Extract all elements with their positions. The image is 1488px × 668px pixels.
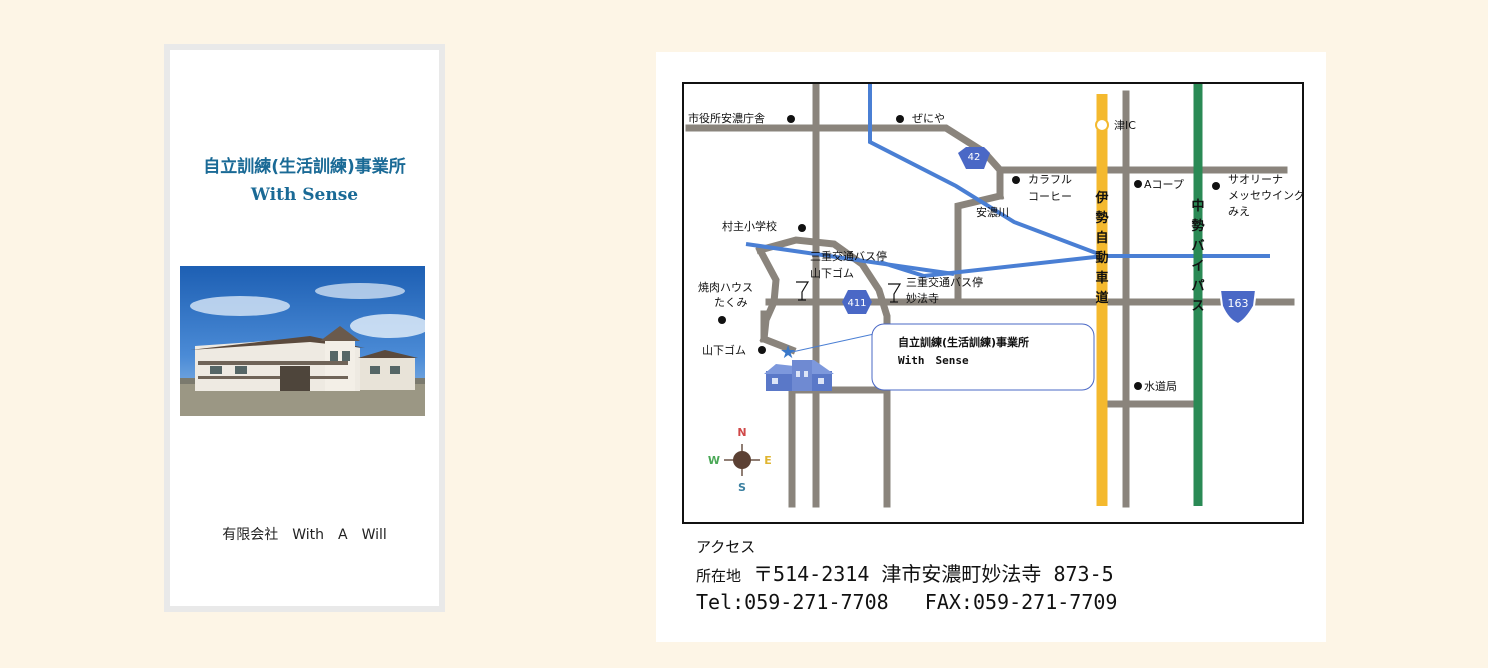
marker-colorful xyxy=(1012,176,1020,184)
svg-text:イ: イ xyxy=(1191,259,1204,274)
label-yakiniku-1: 焼肉ハウス xyxy=(698,281,753,294)
route-42-badge: 42 xyxy=(958,147,990,169)
svg-text:E: E xyxy=(764,454,772,467)
star-icon: ★ xyxy=(780,342,796,363)
marker-saorina xyxy=(1212,182,1220,190)
svg-text:N: N xyxy=(737,426,746,439)
svg-text:伊: 伊 xyxy=(1094,190,1108,206)
callout-pointer xyxy=(791,333,875,353)
access-card: 伊 勢 自 動 車 道 中 勢 バ イ パ ス 42 4 xyxy=(656,52,1326,642)
svg-text:W: W xyxy=(708,454,720,467)
pamphlet-page: 自立訓練(生活訓練)事業所 With Sense xyxy=(170,50,439,606)
label-busstop2-1: 三重交通バス停 xyxy=(906,275,983,289)
road-network xyxy=(685,84,1295,508)
marker-waterworks xyxy=(1134,382,1142,390)
label-saorina-3: みえ xyxy=(1228,205,1250,218)
label-muranushi-school: 村主小学校 xyxy=(722,219,777,233)
svg-text:411: 411 xyxy=(847,298,866,309)
label-zeniya: ぜにや xyxy=(912,112,945,125)
facility-house-icon xyxy=(764,360,834,391)
label-saorina-1: サオリーナ xyxy=(1228,173,1283,186)
marker-muranushi-school xyxy=(798,224,806,232)
route-163-badge: 163 xyxy=(1218,289,1258,326)
contact-line: Tel:059-271-7708 FAX:059-271-7709 xyxy=(696,590,1117,614)
label-yakiniku-2: たくみ xyxy=(714,296,747,309)
label-yamashita-gomu: 山下ゴム xyxy=(702,343,746,357)
svg-text:バ: バ xyxy=(1191,239,1204,254)
marker-yakiniku xyxy=(718,316,726,324)
svg-text:動: 動 xyxy=(1095,250,1108,266)
bus-stop-icon xyxy=(888,283,902,303)
svg-text:車: 車 xyxy=(1095,270,1108,286)
label-ano-river: 安濃川 xyxy=(976,205,1009,219)
phone-number: Tel:059-271-7708 xyxy=(696,590,889,614)
callout-title: 自立訓練(生活訓練)事業所 xyxy=(898,335,1029,349)
label-busstop1-2: 山下ゴム xyxy=(810,266,854,280)
access-map: 伊 勢 自 動 車 道 中 勢 バ イ パ ス 42 4 xyxy=(682,82,1304,524)
route-411-badge: 411 xyxy=(842,290,872,314)
bus-stop-icon xyxy=(796,281,810,301)
marker-tsu-ic xyxy=(1095,118,1109,132)
label-a-coop: Aコープ xyxy=(1144,178,1184,191)
marker-city-office xyxy=(787,115,795,123)
svg-text:道: 道 xyxy=(1095,290,1108,306)
company-name: 有限会社 With A Will xyxy=(222,527,387,543)
callout-box xyxy=(871,323,1095,391)
svg-text:S: S xyxy=(738,481,746,494)
fax-number: FAX:059-271-7709 xyxy=(924,590,1118,614)
marker-zeniya xyxy=(896,115,904,123)
label-saorina-2: メッセウイング xyxy=(1228,188,1302,202)
label-busstop1-1: 三重交通バス停 xyxy=(810,249,887,263)
svg-text:163: 163 xyxy=(1228,297,1249,310)
facility-photo xyxy=(180,266,425,416)
pamphlet-subtitle: With Sense xyxy=(250,185,359,205)
label-busstop2-2: 妙法寺 xyxy=(906,291,939,305)
svg-text:勢: 勢 xyxy=(1095,210,1108,226)
svg-text:42: 42 xyxy=(968,152,981,163)
access-heading: アクセス xyxy=(696,538,756,556)
address-label: 所在地 xyxy=(696,567,742,585)
expressway-label: 伊 勢 自 動 車 道 xyxy=(1094,190,1108,306)
marker-a-coop xyxy=(1134,180,1142,188)
svg-text:パ: パ xyxy=(1191,279,1204,294)
label-colorful-2: コーヒー xyxy=(1028,190,1072,203)
bypass-label: 中 勢 バ イ パ ス xyxy=(1191,198,1204,314)
svg-text:勢: 勢 xyxy=(1191,218,1204,234)
label-tsu-ic: 津IC xyxy=(1114,119,1136,132)
svg-text:中: 中 xyxy=(1191,198,1204,214)
address-line: 所在地 〒514-2314 津市安濃町妙法寺 873-5 xyxy=(696,558,1114,587)
pamphlet-cover: 自立訓練(生活訓練)事業所 With Sense xyxy=(164,44,445,612)
marker-yamashita-gomu xyxy=(758,346,766,354)
svg-text:自: 自 xyxy=(1095,230,1108,246)
pamphlet-title: 自立訓練(生活訓練)事業所 xyxy=(203,157,406,177)
label-colorful-1: カラフル xyxy=(1028,173,1072,186)
callout-name: With Sense xyxy=(898,354,969,367)
river-lines xyxy=(745,84,1270,279)
compass-rose: N S E W xyxy=(708,426,772,494)
svg-text:ス: ス xyxy=(1191,299,1204,314)
address-value: 〒514-2314 津市安濃町妙法寺 873-5 xyxy=(753,562,1114,586)
label-waterworks: 水道局 xyxy=(1144,379,1177,393)
label-city-office: 市役所安濃庁舎 xyxy=(688,111,765,125)
